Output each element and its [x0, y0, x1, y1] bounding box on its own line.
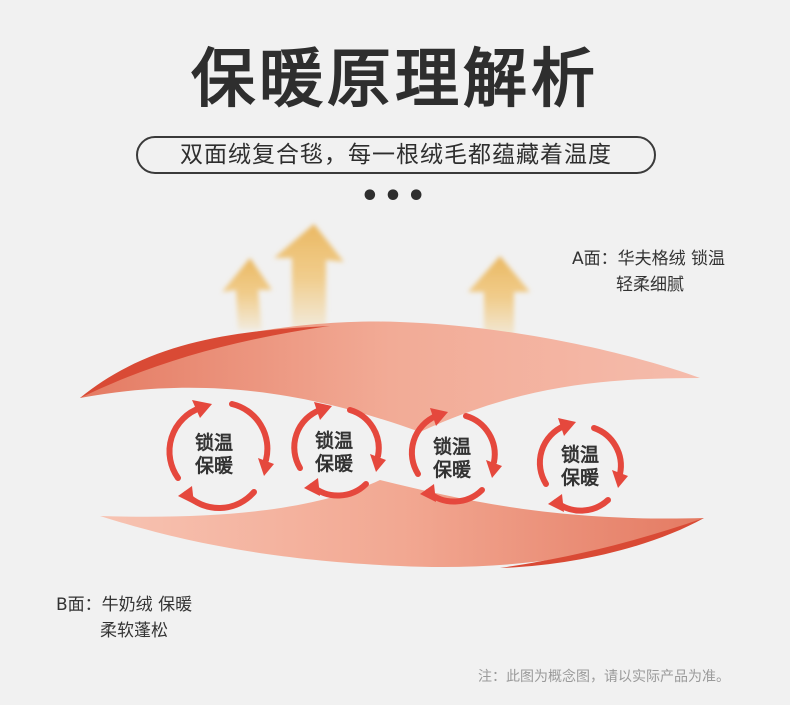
side-b-line1: B面：牛奶绒 保暖 [56, 592, 192, 618]
cycle-line1: 锁温 [294, 430, 374, 453]
cycle-line2: 保暖 [174, 455, 254, 478]
cycle-line2: 保暖 [412, 459, 492, 482]
cycle-line1: 锁温 [174, 432, 254, 455]
heat-up-arrow-icon [468, 256, 530, 340]
cycle-line1: 锁温 [540, 444, 620, 467]
side-b-caption: B面：牛奶绒 保暖 柔软蓬松 [56, 592, 192, 644]
side-a-line2: 轻柔细腻 [572, 272, 725, 298]
cycle-label: 锁温 保暖 [540, 444, 620, 490]
cycle-line2: 保暖 [294, 453, 374, 476]
layer-a-surface [80, 322, 700, 432]
cycle-line2: 保暖 [540, 467, 620, 490]
disclaimer-note: 注：此图为概念图，请以实际产品为准。 [478, 666, 730, 686]
side-b-line2: 柔软蓬松 [56, 618, 192, 644]
cycle-label: 锁温 保暖 [294, 430, 374, 476]
cycle-label: 锁温 保暖 [412, 436, 492, 482]
side-a-caption: A面：华夫格绒 锁温 轻柔细腻 [572, 246, 725, 298]
heat-up-arrow-icon [274, 224, 344, 330]
cycle-label: 锁温 保暖 [174, 432, 254, 478]
side-a-line1: A面：华夫格绒 锁温 [572, 246, 725, 272]
cycle-line1: 锁温 [412, 436, 492, 459]
heat-up-arrow-icon [222, 258, 272, 330]
